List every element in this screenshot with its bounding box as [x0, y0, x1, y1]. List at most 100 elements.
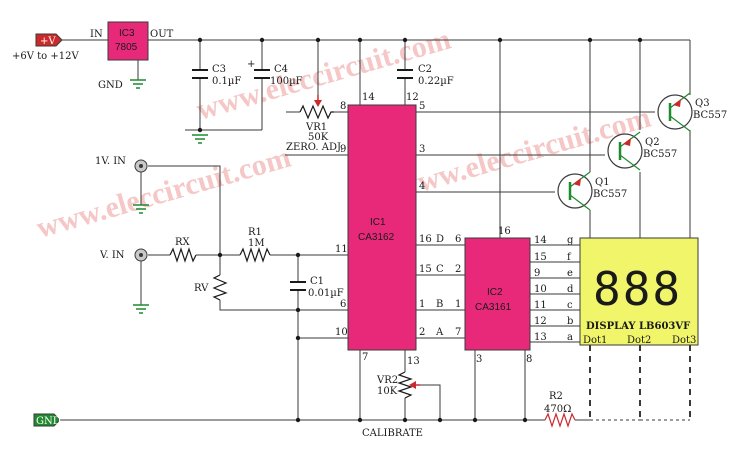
- pin-number: 10: [534, 284, 547, 295]
- ic3-in-label: IN: [90, 29, 103, 40]
- vr2-label: CALIBRATE: [362, 428, 423, 439]
- resistor-zigzag: [169, 247, 197, 263]
- capacitor-plates: [290, 281, 306, 291]
- c2-value: 0.22µF: [418, 76, 454, 87]
- junction-dot: [197, 127, 203, 133]
- ic2-body: [464, 237, 531, 351]
- transistor-ref: Q1: [595, 177, 610, 188]
- bcd-line-label: A: [435, 327, 444, 338]
- wire: [359, 40, 406, 105]
- v-in-label: V. IN: [99, 250, 125, 261]
- ground-icon: [133, 204, 149, 214]
- ic1-chip: IC1 CA3162 14 12 8 9 11 6 10 7 13 5 3 4 …: [335, 92, 444, 367]
- vr1-ref: VR1: [305, 122, 327, 133]
- transistor-body-icon: [657, 94, 693, 130]
- display-dot3: Dot3: [672, 335, 696, 346]
- wire: [416, 111, 655, 193]
- c1-ref: C1: [310, 276, 324, 287]
- vr2-potentiometer: VR2 10K CALIBRATE: [362, 371, 423, 439]
- r1-value: 1M: [248, 238, 265, 249]
- segment-label: d: [567, 284, 574, 295]
- segment-label: e: [567, 268, 573, 279]
- c4-value: 100µF: [270, 76, 303, 87]
- vr1-value: 50K: [308, 132, 329, 143]
- ic1-part: CA3162: [358, 232, 395, 243]
- transistor-part: BC557: [693, 110, 727, 121]
- transistor-ref: Q2: [645, 137, 660, 148]
- ic2-part: CA3161: [475, 302, 512, 313]
- pin-number: 9: [534, 268, 540, 279]
- segment-label: f: [567, 252, 572, 263]
- wire: [148, 165, 221, 255]
- supply-range-label: +6V to +12V: [12, 51, 79, 62]
- capacitor-plates: [192, 69, 208, 79]
- capacitor-plates: [254, 69, 270, 79]
- input-terminal-hole: [139, 253, 143, 257]
- iv-in-terminal: 1V. IN: [95, 156, 148, 173]
- c2-ref: C2: [418, 64, 432, 75]
- junction-dot: [637, 37, 643, 43]
- resistor-zigzag: [299, 104, 334, 120]
- gnd-terminal-label: GND: [36, 416, 61, 427]
- ground-icon: [130, 79, 146, 89]
- rx-resistor: RX: [169, 237, 197, 263]
- vr2-value: 10K: [377, 386, 398, 397]
- pin-number: 3: [419, 144, 425, 155]
- pin-number: 16: [498, 226, 511, 237]
- segment-label: a: [567, 332, 573, 343]
- ground-icon: [192, 134, 208, 144]
- junction-dot: [437, 417, 443, 423]
- c4-ref: C4: [274, 64, 288, 75]
- wire: [185, 40, 263, 131]
- wire: [416, 244, 465, 339]
- bcd-line-label: C: [436, 264, 444, 275]
- transistor-part: BC557: [643, 149, 677, 160]
- junction-dot: [315, 37, 321, 43]
- junction-dot: [295, 307, 301, 313]
- junction-dot: [197, 37, 203, 43]
- pin-number: 13: [534, 332, 547, 343]
- rv-ref: RV: [194, 283, 209, 294]
- junction-dot: [402, 417, 408, 423]
- ic3-body: [107, 21, 149, 61]
- c4-polarity: +: [247, 59, 255, 70]
- v-in-terminal: V. IN: [99, 248, 148, 262]
- display-lb603vf: 888 DISPLAY LB603VF Dot1 Dot2 Dot3: [579, 237, 699, 346]
- wire: [219, 255, 348, 311]
- gnd-terminal: GND: [33, 413, 61, 427]
- junction-dot: [295, 417, 301, 423]
- gnd-label: GND: [98, 80, 123, 91]
- vplus-label: +V: [40, 36, 56, 47]
- pin-number: 14: [534, 235, 547, 246]
- pin-number: 2: [419, 327, 425, 338]
- transistor-body-icon: [557, 173, 593, 209]
- pin-number: 4: [419, 181, 425, 192]
- pin-number: 7: [362, 352, 368, 363]
- wiper-arrow-icon: [409, 381, 416, 389]
- vplus-arrow-shape: [35, 33, 63, 47]
- junction-dot: [259, 37, 265, 43]
- gnd-arrow-shape: [33, 413, 61, 427]
- pin-number: 11: [534, 300, 547, 311]
- junction-dot: [357, 417, 363, 423]
- display-name: DISPLAY LB603VF: [586, 321, 690, 332]
- ic1-body: [347, 104, 417, 351]
- pin-number: 2: [455, 264, 461, 275]
- pin-number: 12: [406, 92, 419, 103]
- junction-dot: [295, 252, 301, 258]
- ground-icon: [133, 304, 149, 314]
- c1-capacitor: C1 0.01µF: [290, 276, 344, 299]
- wire: [530, 244, 580, 343]
- ic3-out-label: OUT: [150, 29, 174, 40]
- junction-dot: [587, 37, 593, 43]
- c2-capacitor: C2 0.22µF: [397, 64, 454, 87]
- vr2-ref: VR2: [376, 375, 398, 386]
- wire: [359, 350, 406, 420]
- pin-number: 15: [534, 252, 547, 263]
- segment-label: c: [567, 300, 573, 311]
- wire: [589, 130, 691, 238]
